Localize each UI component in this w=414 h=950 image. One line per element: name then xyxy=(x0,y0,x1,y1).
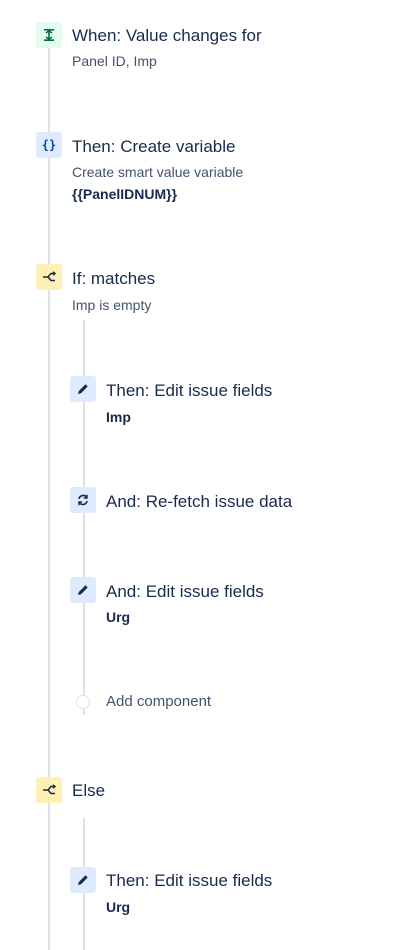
create-variable-title: Then: Create variable xyxy=(72,137,236,156)
add-circle-icon xyxy=(76,695,90,709)
if-condition-title: If: matches xyxy=(72,269,156,288)
else-title: Else xyxy=(72,781,106,800)
pencil-icon xyxy=(70,867,96,893)
else-action-1-title: Then: Edit issue fields xyxy=(106,871,273,890)
trigger-title: When: Value changes for xyxy=(72,26,262,45)
align-vertical-center-icon xyxy=(36,22,62,48)
if-action-1-field: Imp xyxy=(106,409,131,425)
braces-icon: {} xyxy=(36,132,62,158)
refresh-icon xyxy=(70,487,96,513)
if-action-3-title: And: Edit issue fields xyxy=(106,582,264,601)
pencil-icon xyxy=(70,577,96,603)
pencil-icon xyxy=(70,376,96,402)
if-action-1-title: Then: Edit issue fields xyxy=(106,381,273,400)
variable-name: {{PanelIDNUM}} xyxy=(72,186,178,202)
if-condition-subtitle: Imp is empty xyxy=(72,297,152,313)
create-variable-subtitle: Create smart value variable xyxy=(72,164,244,180)
branch-icon xyxy=(36,777,62,803)
main-flow-line xyxy=(48,48,50,950)
if-action-3-field: Urg xyxy=(106,609,131,625)
add-component-label: Add component xyxy=(106,693,212,710)
if-branch-line xyxy=(83,320,85,715)
if-action-2-title: And: Re-fetch issue data xyxy=(106,492,293,511)
else-action-1-field: Urg xyxy=(106,899,131,915)
trigger-subtitle: Panel ID, Imp xyxy=(72,53,157,69)
branch-icon xyxy=(36,264,62,290)
